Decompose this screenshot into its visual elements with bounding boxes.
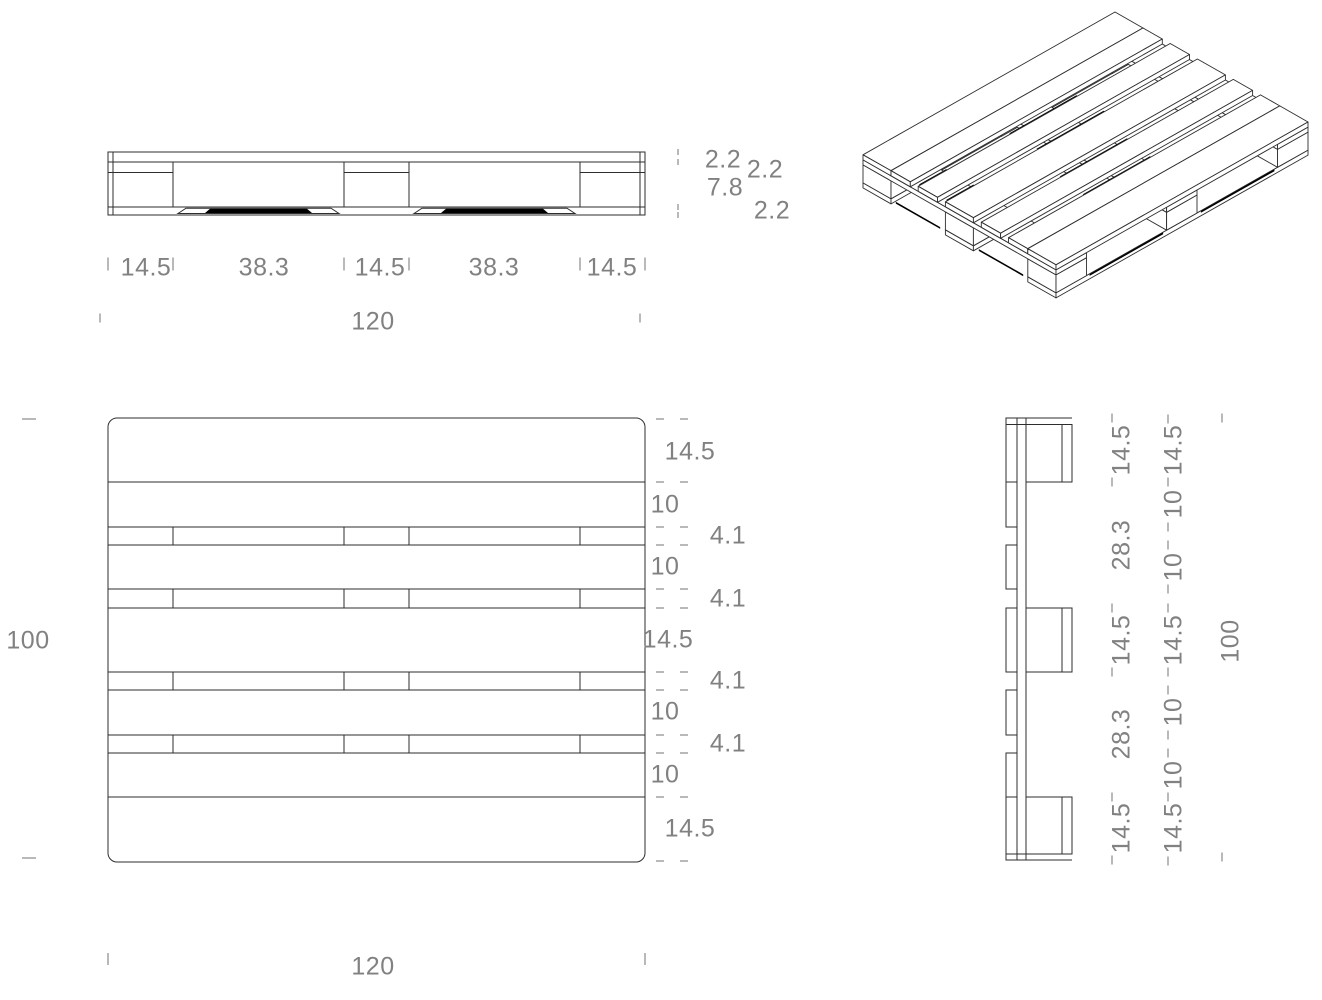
dim-label: 14.5 (586, 253, 638, 282)
dimension-ticks (22, 149, 1223, 965)
dim-label: 10 (1159, 697, 1188, 727)
dim-label: 10 (650, 697, 680, 726)
front-elevation-view (107, 151, 646, 216)
iso-face (937, 54, 1190, 203)
iso-face (1055, 121, 1309, 271)
plan-outline (107, 417, 646, 863)
dim-label: 14.5 (354, 253, 406, 282)
dim-label: 7.8 (706, 173, 744, 202)
iso-face (1000, 89, 1254, 239)
dim-label: 14.5 (120, 253, 172, 282)
dim-label: 14.5 (1159, 614, 1188, 666)
isometric-view (862, 11, 1309, 299)
dim-label: 10 (1159, 760, 1188, 790)
dim-label-overall-length: 100 (1216, 619, 1245, 663)
dim-label: 14.5 (642, 625, 694, 654)
dim-label: 2.2 (704, 145, 742, 174)
dim-label: 14.5 (1107, 802, 1136, 854)
dim-label: 10 (1159, 489, 1188, 519)
chamfer-streak (978, 249, 1024, 277)
dim-label-overall-width: 120 (351, 307, 395, 336)
dim-label: 10 (1159, 552, 1188, 582)
dim-label: 14.5 (664, 814, 716, 843)
dim-label: 4.1 (709, 521, 747, 550)
dim-label: 2.2 (746, 155, 784, 184)
dim-label: 4.1 (709, 584, 747, 613)
dim-label: 28.3 (1107, 708, 1136, 760)
iso-face (909, 38, 1163, 188)
dim-label: 14.5 (664, 437, 716, 466)
dim-label: 2.2 (753, 196, 791, 225)
block (1025, 607, 1073, 673)
chamfer-streak (1200, 169, 1275, 213)
iso-face (972, 74, 1226, 224)
chamfer-streak (1089, 232, 1164, 276)
dim-label: 14.5 (1107, 614, 1136, 666)
side-elevation-view (1005, 417, 1073, 861)
dim-label: 10 (650, 760, 680, 789)
block (1025, 796, 1073, 855)
dim-label: 14.5 (1159, 802, 1188, 854)
chamfer-streak (895, 201, 941, 229)
dim-label-overall-width: 120 (351, 952, 395, 981)
dim-label: 14.5 (1107, 424, 1136, 476)
bottom-board-chamfer-fill (441, 208, 548, 213)
dim-label: 4.1 (709, 729, 747, 758)
cross-board-edge (1016, 417, 1027, 861)
dim-label: 28.3 (1107, 519, 1136, 571)
dim-label: 4.1 (709, 666, 747, 695)
bottom-board-chamfer-fill (205, 208, 312, 213)
dim-label: 10 (650, 490, 680, 519)
dim-label-overall-height: 100 (6, 626, 50, 655)
front-outline (107, 151, 646, 216)
plan-view (107, 417, 646, 863)
dim-label: 38.3 (238, 253, 290, 282)
block (1025, 424, 1073, 483)
dim-label: 38.3 (468, 253, 520, 282)
dim-label: 14.5 (1159, 424, 1188, 476)
dim-label: 10 (650, 552, 680, 581)
